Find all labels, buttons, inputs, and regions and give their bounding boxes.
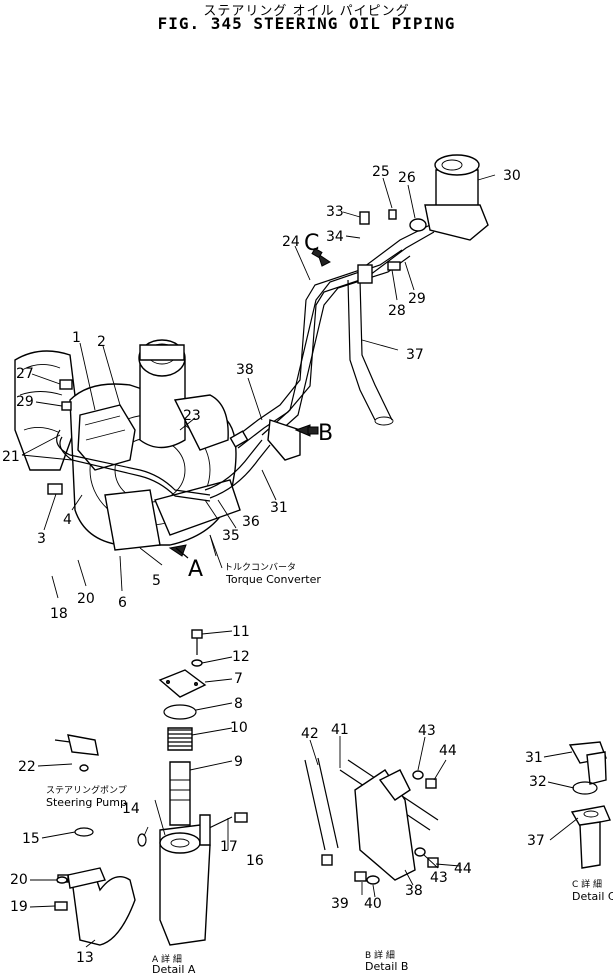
callout-44-lower: 44 — [454, 861, 472, 877]
detail-c-caption: Detail C — [572, 890, 613, 903]
callout-14: 14 — [122, 801, 140, 817]
view-arrow-c — [311, 247, 331, 267]
callout-21: 21 — [2, 449, 20, 465]
torque-converter-label-jp: トルクコンバータ — [224, 562, 296, 573]
callout-42: 42 — [301, 726, 319, 742]
callout-38-detail-b: 38 — [405, 883, 423, 899]
view-letter-c: C — [304, 231, 319, 256]
figure-title-japanese: ステアリング オイル パイピング — [203, 4, 410, 19]
callout-30: 30 — [503, 168, 521, 184]
callout-labels: 1 2 3 4 5 6 7 8 9 10 11 12 13 14 15 16 1… — [2, 164, 547, 966]
detail-b-caption-jp: B 詳 細 — [365, 949, 395, 961]
callout-25: 25 — [372, 164, 390, 180]
callout-8: 8 — [234, 696, 243, 712]
callout-31: 31 — [270, 500, 288, 516]
callout-39: 39 — [331, 896, 349, 912]
callout-27: 27 — [16, 366, 34, 382]
callout-43-lower: 43 — [430, 870, 448, 886]
callout-32: 32 — [529, 774, 547, 790]
callout-19: 19 — [10, 899, 28, 915]
steering-pump-label: Steering Pump — [46, 796, 127, 809]
torque-converter-label: Torque Converter — [225, 573, 321, 586]
view-arrow-a — [168, 544, 189, 559]
view-letter-b: B — [318, 421, 333, 446]
detail-c-caption-jp: C 詳 細 — [572, 878, 602, 890]
callout-34: 34 — [326, 229, 344, 245]
callout-16: 16 — [246, 853, 264, 869]
main-assembly-drawing — [14, 154, 489, 551]
callout-37: 37 — [406, 347, 424, 363]
callout-6: 6 — [118, 595, 127, 611]
callout-43: 43 — [418, 723, 436, 739]
callout-4: 4 — [63, 512, 72, 528]
callout-40: 40 — [364, 896, 382, 912]
callout-29: 29 — [408, 291, 426, 307]
callout-26: 26 — [398, 170, 416, 186]
detail-c-drawing — [568, 741, 611, 869]
callout-36: 36 — [242, 514, 260, 530]
detail-a-drawing — [54, 629, 248, 946]
detail-c-leaders — [543, 751, 579, 841]
detail-b-leaders — [309, 736, 461, 898]
callout-22: 22 — [18, 759, 36, 775]
callout-28: 28 — [388, 303, 406, 319]
callout-24: 24 — [282, 234, 300, 250]
callout-31-detail-c: 31 — [525, 750, 543, 766]
callout-20-detail-a: 20 — [10, 872, 28, 888]
detail-a-leaders — [29, 630, 233, 948]
callout-10: 10 — [230, 720, 248, 736]
callout-41: 41 — [331, 722, 349, 738]
callout-20: 20 — [77, 591, 95, 607]
callout-29-left: 29 — [16, 394, 34, 410]
callout-13: 13 — [76, 950, 94, 966]
callout-11: 11 — [232, 624, 250, 640]
callout-17: 17 — [220, 839, 238, 855]
leader-lines — [21, 174, 496, 599]
callout-2: 2 — [97, 334, 106, 350]
view-arrow-b — [294, 424, 319, 437]
callout-35: 35 — [222, 528, 240, 544]
detail-a-caption: Detail A — [152, 963, 196, 974]
callout-12: 12 — [232, 649, 250, 665]
callout-1: 1 — [72, 330, 81, 346]
callout-15: 15 — [22, 831, 40, 847]
callout-37-detail-c: 37 — [527, 833, 545, 849]
callout-44: 44 — [439, 743, 457, 759]
callout-23: 23 — [183, 408, 201, 424]
callout-9: 9 — [234, 754, 243, 770]
callout-3: 3 — [37, 531, 46, 547]
view-letter-a: A — [188, 557, 203, 582]
callout-5: 5 — [152, 573, 161, 589]
detail-a-caption-jp: A 詳 細 — [152, 953, 182, 965]
steering-pump-label-jp: ステアリングポンプ — [46, 784, 127, 796]
callout-18: 18 — [50, 606, 68, 622]
callout-7: 7 — [234, 671, 243, 687]
callout-38: 38 — [236, 362, 254, 378]
figure-title: FIG. 345 STEERING OIL PIPING — [157, 14, 456, 33]
detail-b-caption: Detail B — [365, 960, 408, 973]
callout-33: 33 — [326, 204, 344, 220]
detail-b-drawing — [304, 757, 439, 885]
